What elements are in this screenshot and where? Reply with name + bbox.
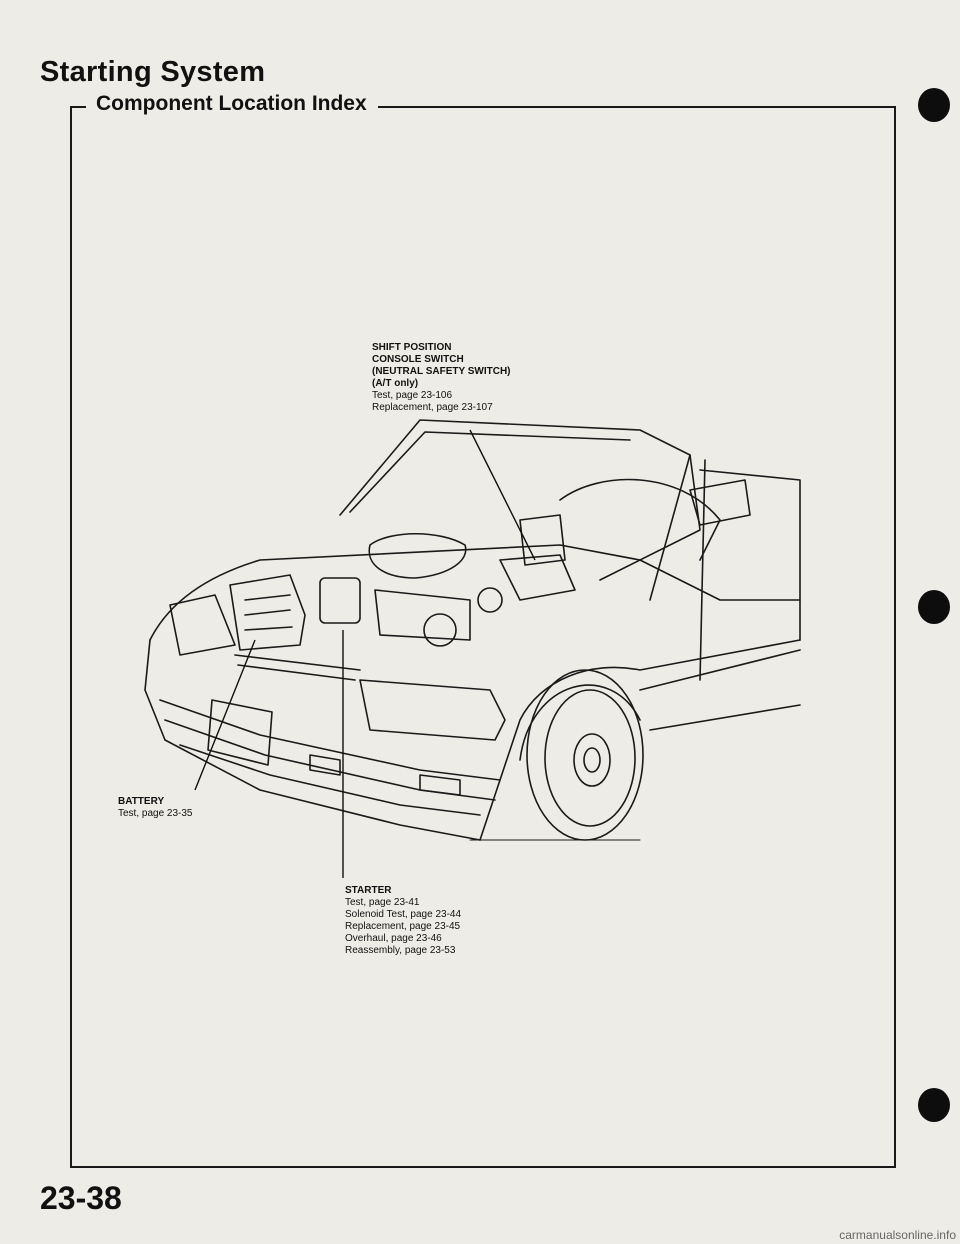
callout-ref: Replacement, page 23-107 <box>372 402 493 413</box>
callout-name: SHIFT POSITION <box>372 342 452 353</box>
callout-name: (NEUTRAL SAFETY SWITCH) <box>372 366 511 377</box>
callout-name: (A/T only) <box>372 378 419 389</box>
content-frame <box>70 106 896 1168</box>
page-number: 23-38 <box>40 1180 122 1216</box>
callout-ref: Test, page 23-41 <box>345 897 420 908</box>
binder-hole-icon <box>918 1088 950 1122</box>
shift-switch-callout: SHIFT POSITION CONSOLE SWITCH (NEUTRAL S… <box>372 342 511 414</box>
battery-leader-line <box>194 639 256 791</box>
callout-ref: Solenoid Test, page 23-44 <box>345 909 462 920</box>
watermark: carmanualsonline.info <box>839 1228 956 1242</box>
callout-ref: Test, page 23-106 <box>372 390 453 401</box>
starter-callout: STARTER Test, page 23-41 Solenoid Test, … <box>345 885 461 957</box>
page-title: Starting System <box>40 56 266 88</box>
callout-ref: Test, page 23-35 <box>118 808 193 819</box>
callout-ref: Replacement, page 23-45 <box>345 921 461 932</box>
shift-switch-leader-line <box>469 429 536 561</box>
frame-top-right-rule <box>378 106 894 108</box>
binder-hole-icon <box>918 88 950 122</box>
callout-name: CONSOLE SWITCH <box>372 354 464 365</box>
battery-callout: BATTERY Test, page 23-35 <box>118 796 193 820</box>
callout-name: STARTER <box>345 885 392 896</box>
callout-name: BATTERY <box>118 796 165 807</box>
section-title: Component Location Index <box>92 92 371 116</box>
binder-hole-icon <box>918 590 950 624</box>
callout-ref: Overhaul, page 23-46 <box>345 933 442 944</box>
callout-ref: Reassembly, page 23-53 <box>345 945 456 956</box>
frame-top-left-rule <box>70 106 86 108</box>
